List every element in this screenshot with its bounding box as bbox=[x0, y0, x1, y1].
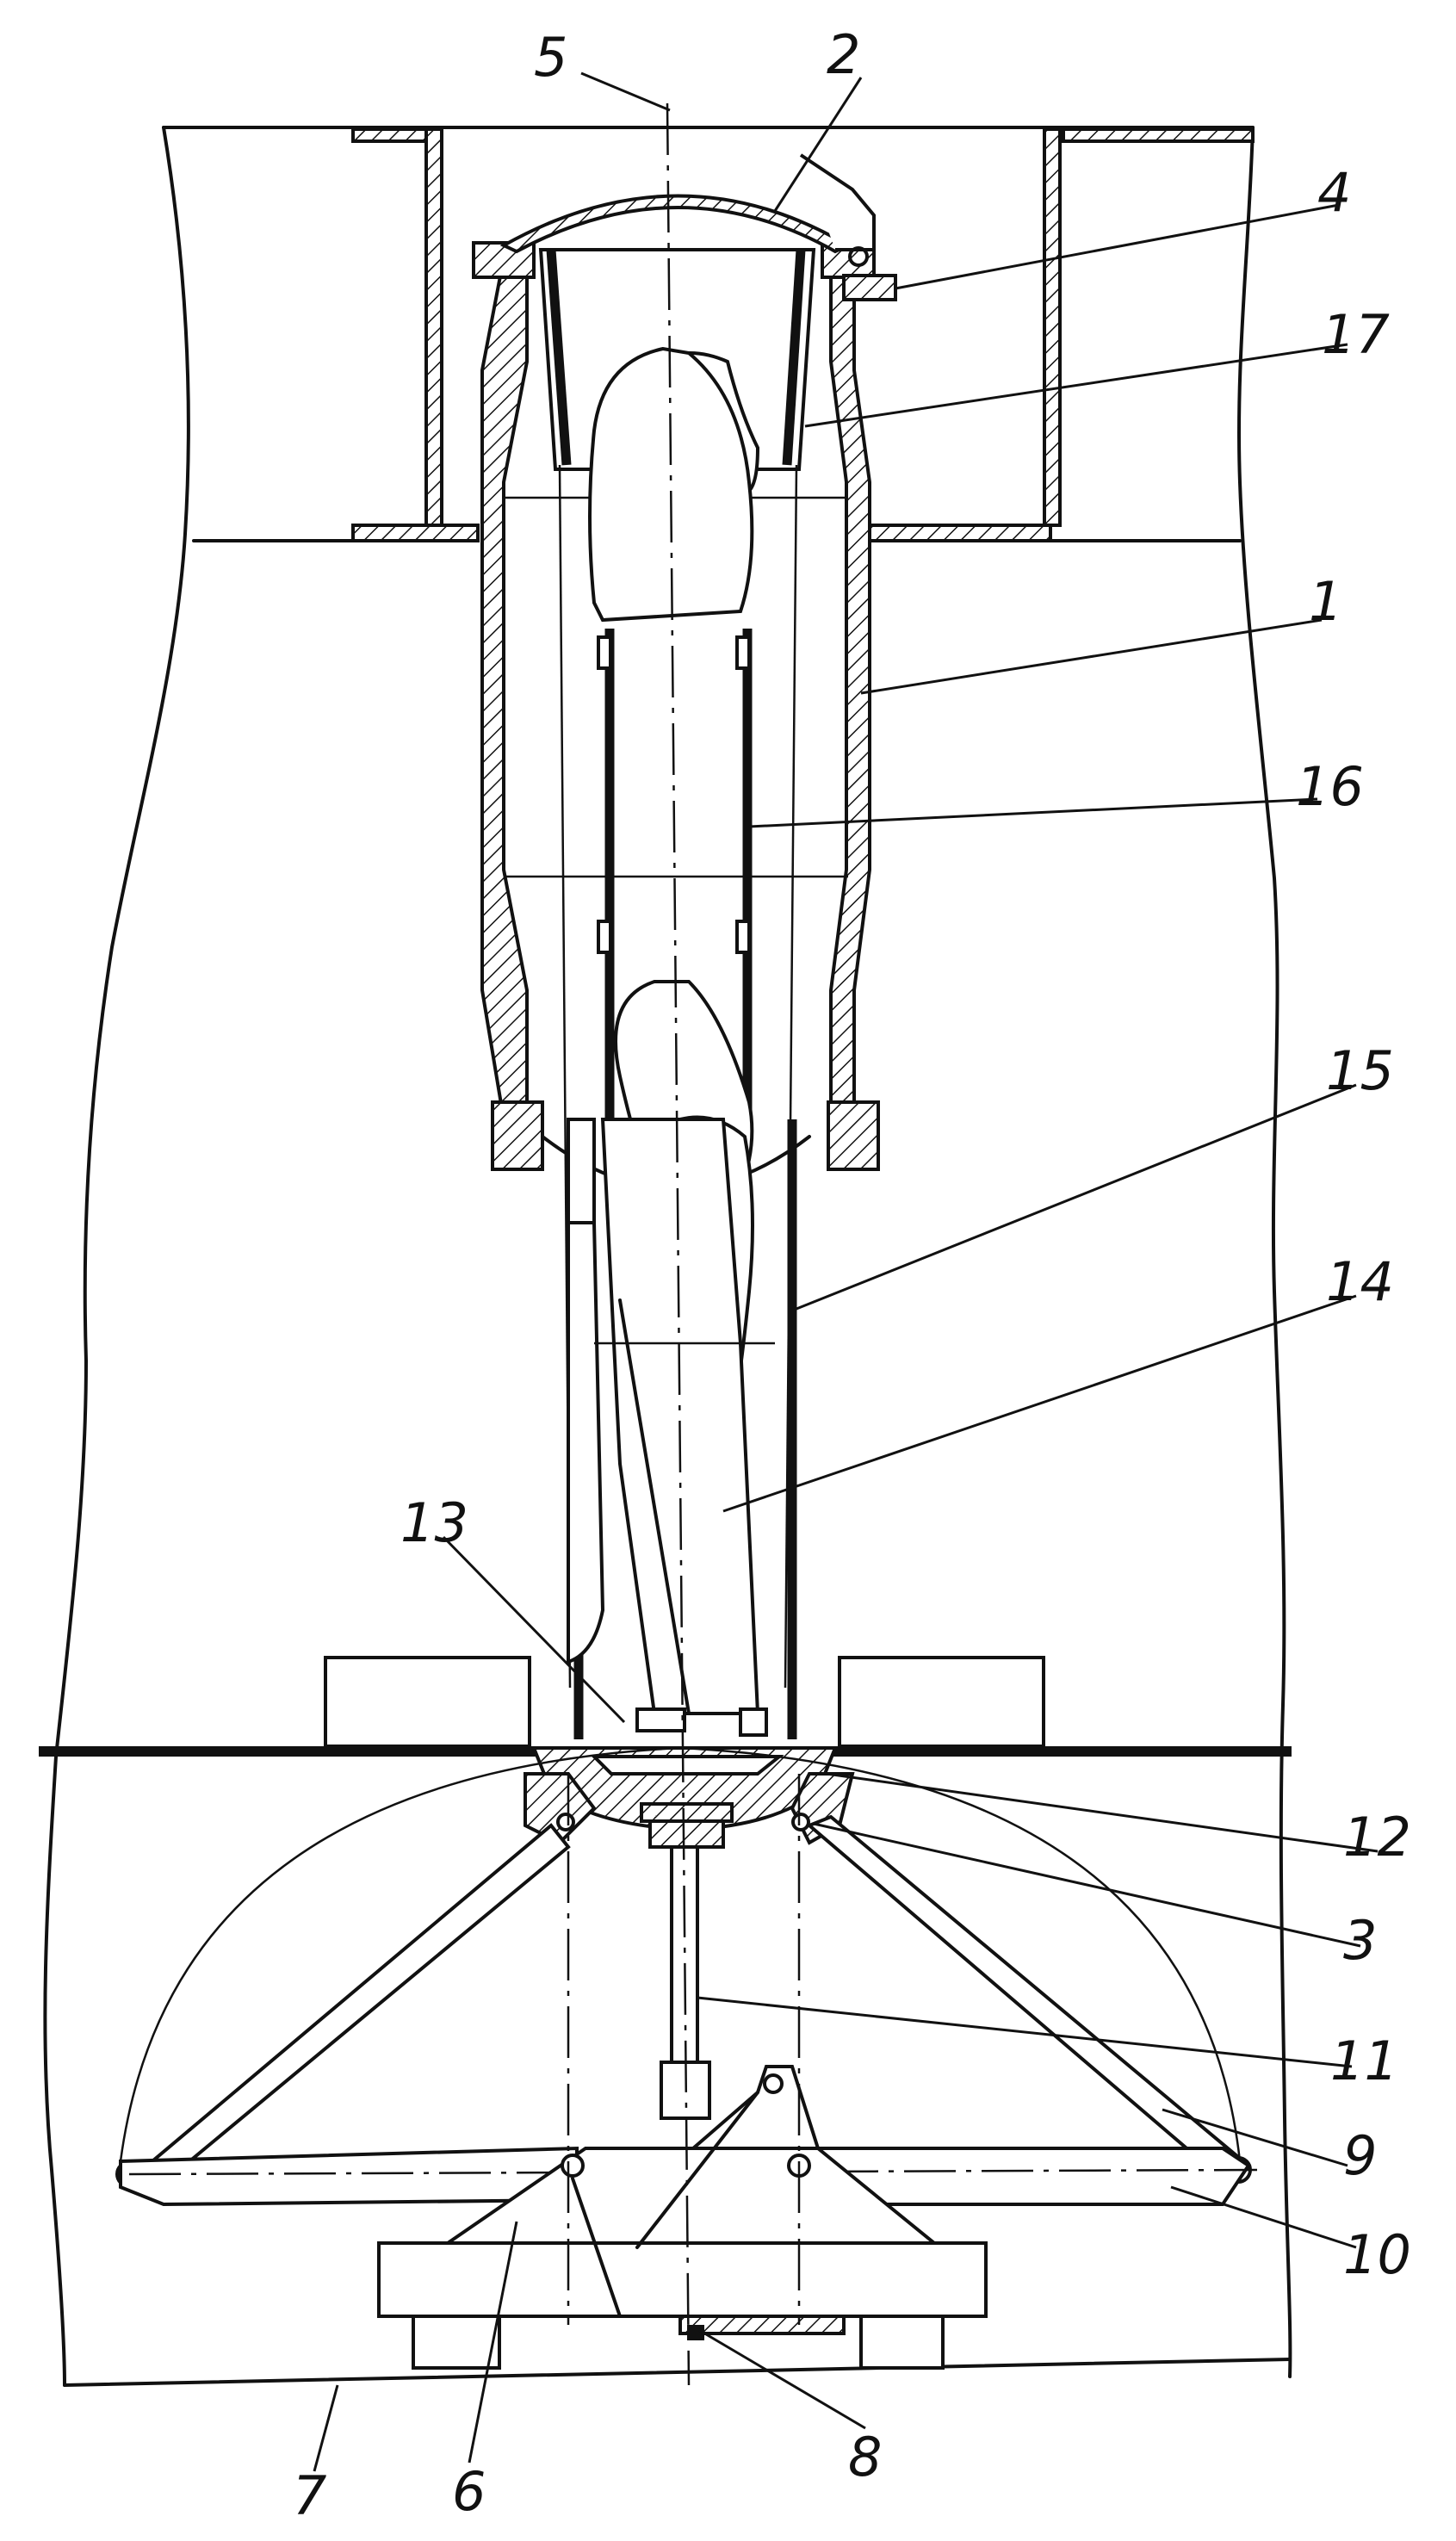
callout-1: 1 bbox=[1309, 570, 1342, 633]
callout-14: 14 bbox=[1326, 1250, 1394, 1313]
bottom-fitting bbox=[525, 1748, 852, 1847]
callout-2: 2 bbox=[827, 23, 860, 86]
callout-13: 13 bbox=[400, 1491, 468, 1554]
callout-9: 9 bbox=[1343, 2124, 1377, 2187]
callout-7: 7 bbox=[293, 2464, 326, 2527]
callout-6: 6 bbox=[452, 2460, 486, 2523]
buoy-body bbox=[590, 349, 766, 1735]
callout-4: 4 bbox=[1317, 161, 1351, 224]
callout-8: 8 bbox=[848, 2426, 882, 2488]
callout-3: 3 bbox=[1343, 1909, 1377, 1972]
callout-15: 15 bbox=[1326, 1039, 1394, 1102]
callout-10: 10 bbox=[1343, 2223, 1411, 2286]
callout-17: 17 bbox=[1322, 303, 1390, 366]
callout-11: 11 bbox=[1330, 2030, 1398, 2092]
callout-16: 16 bbox=[1296, 755, 1364, 818]
callout-12: 12 bbox=[1343, 1806, 1411, 1869]
callout-5: 5 bbox=[534, 26, 567, 89]
